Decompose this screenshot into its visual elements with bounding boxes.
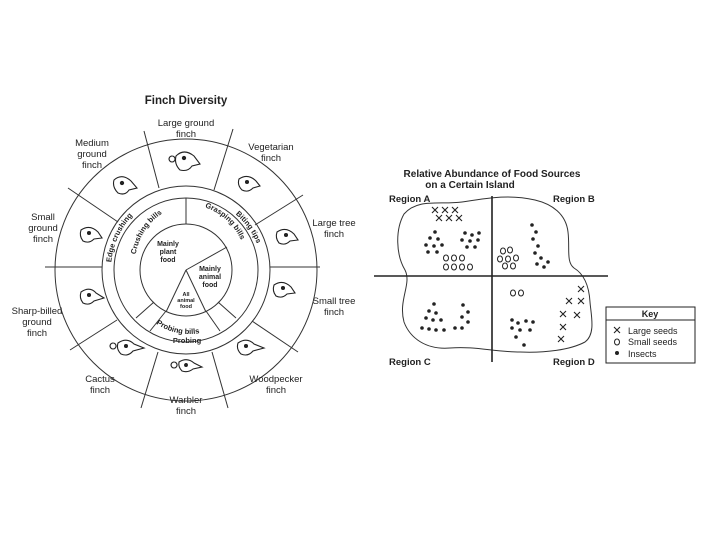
label-large-ground-finch-2: finch bbox=[176, 129, 196, 140]
label-small-ground-finch-3: finch bbox=[33, 234, 53, 245]
label-large-ground-finch-1: Large ground bbox=[158, 118, 215, 129]
label-medium-ground-finch-2: ground bbox=[77, 149, 107, 160]
region-a-label: Region A bbox=[389, 194, 430, 205]
sharp-billed-finch-head-icon bbox=[79, 288, 106, 305]
vegetarian-finch-head-icon bbox=[237, 175, 261, 192]
island-map-title-2: on a Certain Island bbox=[425, 180, 514, 191]
label-all-animal-food-1: All bbox=[182, 292, 190, 298]
region-d-insects bbox=[510, 318, 535, 347]
label-woodpecker-finch-2: finch bbox=[266, 385, 286, 396]
label-medium-ground-finch-1: Medium bbox=[75, 138, 109, 149]
warbler-finch-head-icon bbox=[170, 359, 204, 373]
cactus-finch-head-icon bbox=[109, 339, 146, 356]
key-title: Key bbox=[642, 309, 659, 319]
label-sharp-billed-finch-2: ground bbox=[22, 317, 52, 328]
large-ground-finch-head-icon bbox=[168, 151, 201, 172]
medium-ground-finch-head-icon bbox=[112, 176, 138, 195]
woodpecker-finch-head-icon bbox=[236, 339, 266, 356]
region-b-insects bbox=[530, 223, 550, 269]
finch-head-icons bbox=[79, 151, 299, 373]
label-small-tree-finch-1: Small tree bbox=[313, 296, 356, 307]
label-warbler-finch-2: finch bbox=[176, 406, 196, 417]
outer-dividers bbox=[45, 128, 320, 409]
region-b-label: Region B bbox=[553, 194, 595, 205]
small-ground-finch-head-icon bbox=[79, 226, 103, 243]
region-a-insects bbox=[424, 230, 481, 254]
large-seed-key-icon bbox=[613, 326, 621, 334]
label-large-tree-finch-1: Large tree bbox=[312, 218, 355, 229]
label-warbler-finch-1: Warbler bbox=[170, 395, 203, 406]
label-woodpecker-finch-1: Woodpecker bbox=[249, 374, 302, 385]
label-mainly-plant-food-1: Mainly bbox=[157, 241, 179, 248]
inner-dividers bbox=[135, 198, 237, 332]
label-large-tree-finch-2: finch bbox=[324, 229, 344, 240]
insect-key-icon bbox=[615, 351, 619, 355]
small-tree-finch-head-icon bbox=[272, 281, 296, 298]
label-probing: Probing bbox=[173, 336, 202, 345]
label-sharp-billed-finch-1: Sharp-billed bbox=[12, 306, 63, 317]
region-c-insects bbox=[420, 302, 470, 332]
key-insects: Insects bbox=[628, 349, 657, 359]
finch-diagram-title: Finch Diversity bbox=[145, 95, 228, 107]
food-partitions bbox=[165, 246, 228, 313]
label-vegetarian-finch-1: Vegetarian bbox=[248, 142, 293, 153]
map-key: Key Large seeds Small seeds Insects bbox=[605, 306, 696, 364]
region-d-label: Region D bbox=[553, 357, 595, 368]
island-map-title-1: Relative Abundance of Food Sources bbox=[404, 169, 581, 180]
region-a-large-seeds bbox=[431, 206, 463, 222]
label-mainly-animal-food-3: food bbox=[202, 282, 217, 289]
region-b-small-seeds bbox=[497, 246, 519, 270]
large-tree-finch-head-icon bbox=[275, 228, 299, 245]
label-small-ground-finch-2: ground bbox=[28, 223, 58, 234]
label-small-ground-finch-1: Small bbox=[31, 212, 55, 223]
island-outline bbox=[397, 196, 593, 353]
key-large-seeds: Large seeds bbox=[628, 326, 678, 336]
label-medium-ground-finch-3: finch bbox=[82, 160, 102, 171]
island-food-map: Relative Abundance of Food Sources on a … bbox=[374, 169, 696, 368]
label-vegetarian-finch-2: finch bbox=[261, 153, 281, 164]
label-all-animal-food-2: animal bbox=[177, 298, 195, 304]
label-all-animal-food-3: food bbox=[180, 304, 192, 310]
region-d-large-seeds bbox=[557, 285, 585, 343]
label-mainly-animal-food-1: Mainly bbox=[199, 266, 221, 273]
key-small-seeds: Small seeds bbox=[628, 337, 678, 347]
outer-ring bbox=[54, 138, 318, 402]
label-small-tree-finch-2: finch bbox=[324, 307, 344, 318]
label-mainly-plant-food-3: food bbox=[160, 257, 175, 264]
region-d-small-seeds bbox=[510, 289, 524, 297]
small-seed-key-icon bbox=[614, 338, 620, 346]
label-mainly-animal-food-2: animal bbox=[199, 274, 221, 281]
finch-diversity-diagram: Finch Diversity bbox=[12, 95, 356, 417]
region-a-small-seeds bbox=[443, 254, 473, 271]
label-cactus-finch-1: Cactus bbox=[85, 374, 115, 385]
middle-ring bbox=[101, 185, 271, 355]
label-mainly-plant-food-2: plant bbox=[160, 249, 177, 256]
label-cactus-finch-2: finch bbox=[90, 385, 110, 396]
region-c-label: Region C bbox=[389, 357, 431, 368]
label-probing-bills: Probing bills bbox=[155, 318, 200, 336]
label-sharp-billed-finch-3: finch bbox=[27, 328, 47, 339]
